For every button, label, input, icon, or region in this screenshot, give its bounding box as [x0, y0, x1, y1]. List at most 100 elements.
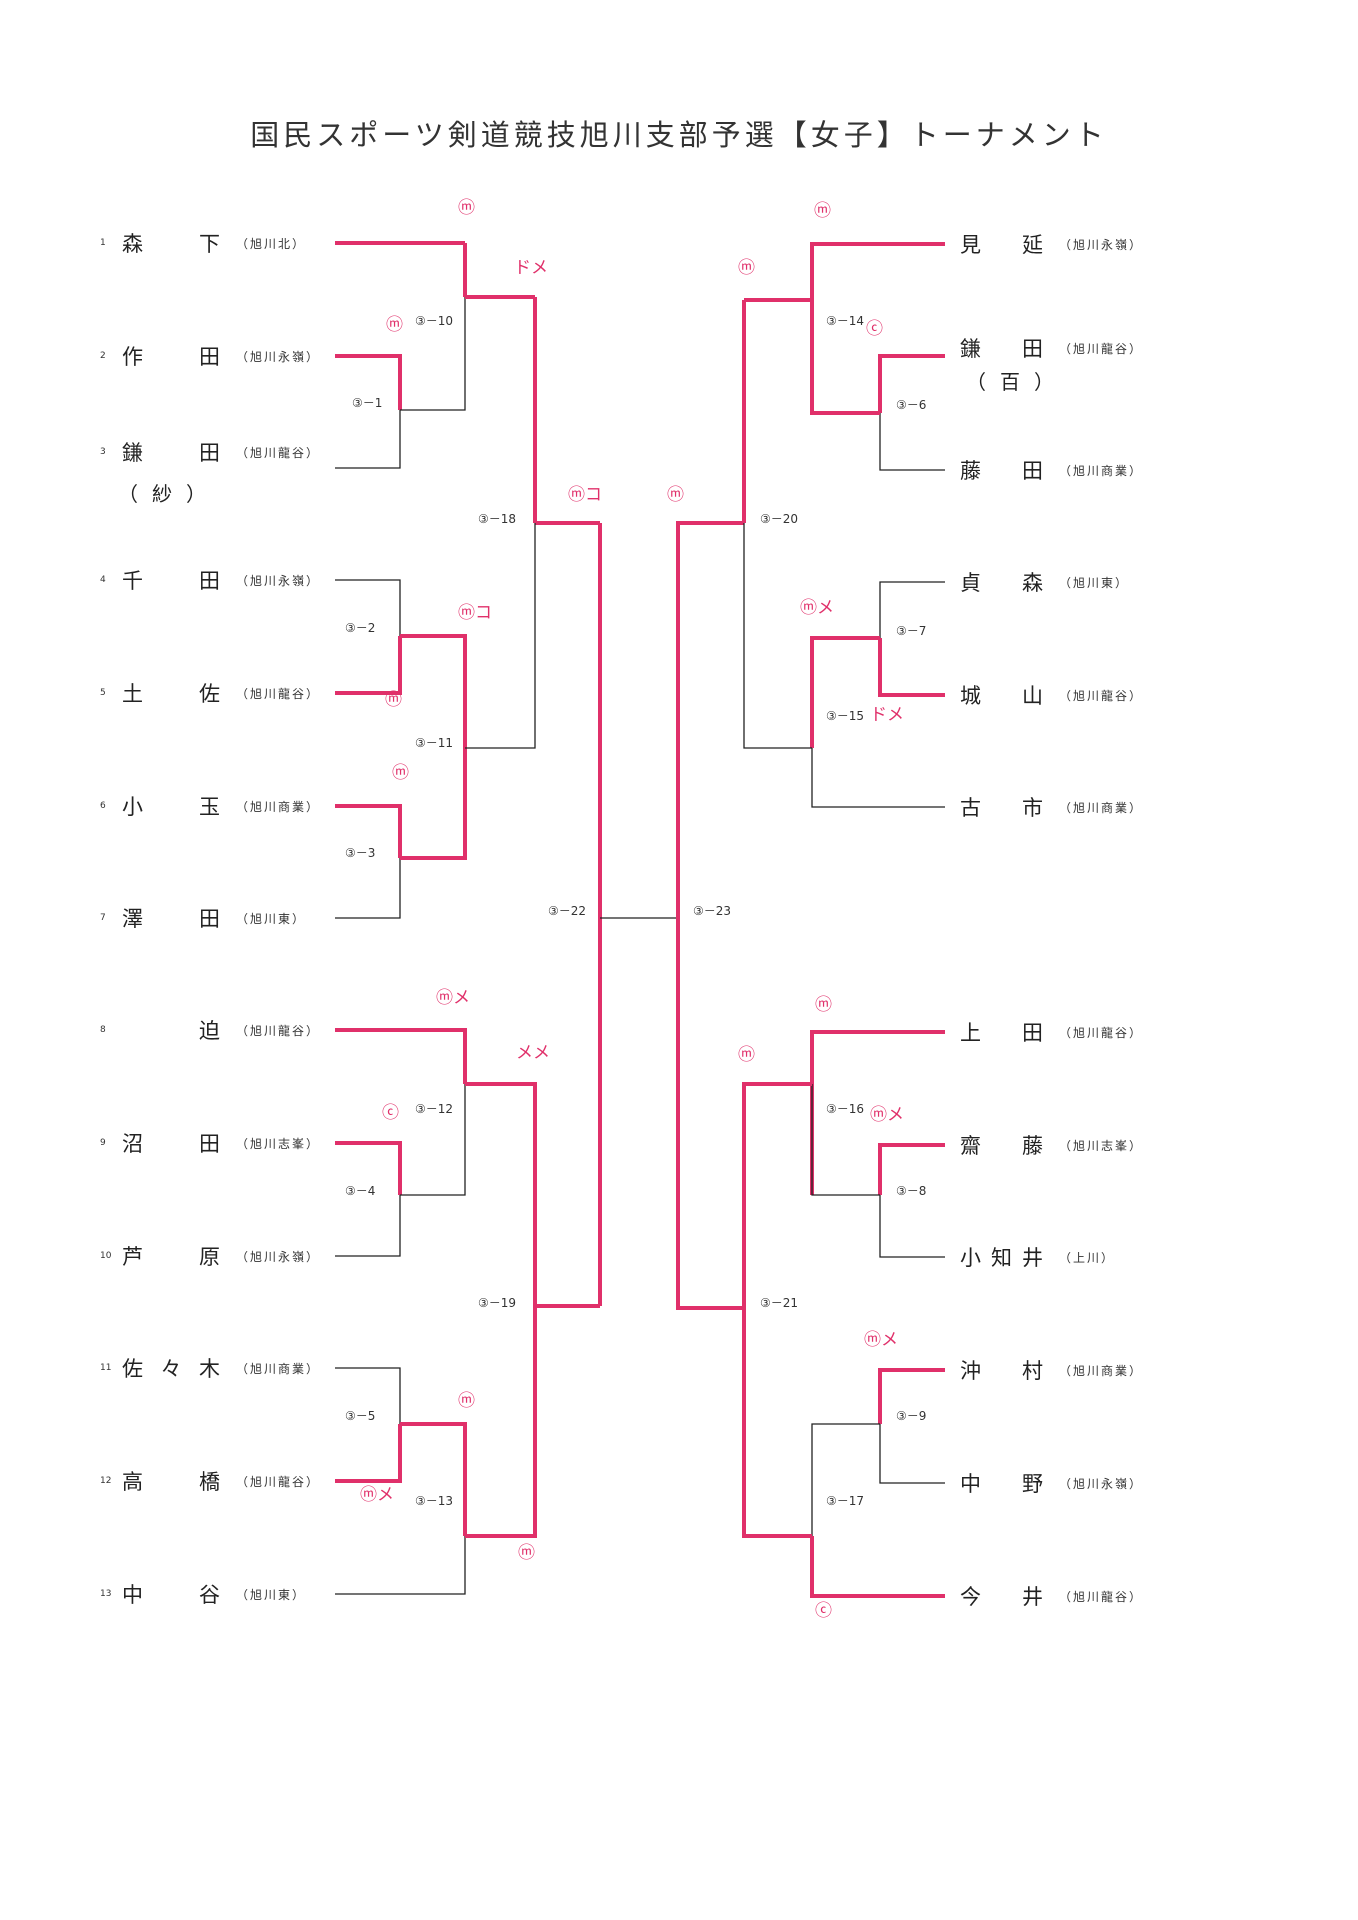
name-char: 知 [991, 1246, 1014, 1270]
winner-path-45 [878, 1368, 945, 1424]
player-name: 城山 [960, 680, 1045, 710]
name-char: 上 [960, 1021, 983, 1045]
seed-number: 10 [100, 1251, 112, 1261]
match-label-m16: ③－16 [826, 1102, 865, 1116]
score-mark-k: ⓜ [458, 1391, 475, 1411]
player-name: 小知井 [960, 1242, 1045, 1272]
player-name: 迫 [122, 1015, 222, 1045]
score-mark-c: ⓜ [386, 315, 403, 335]
name-char: 原 [199, 1245, 222, 1269]
right-player-12: 今井（旭川龍谷） [960, 1576, 1170, 1616]
winner-path-10 [400, 634, 467, 748]
name-char: 市 [1022, 796, 1045, 820]
score-mark-b: ドメ [514, 258, 548, 278]
school-name: （旭川東） [1059, 575, 1130, 590]
name-char: 延 [1022, 233, 1045, 257]
school-name: （旭川志峯） [1059, 1138, 1144, 1153]
winner-path-11 [335, 804, 402, 858]
name-subtitle: （百） [966, 370, 1068, 394]
seed-number: 7 [100, 913, 106, 923]
name-char: 鎌 [960, 337, 983, 361]
school-name: （旭川東） [236, 911, 307, 926]
match-label-m10: ③－10 [415, 314, 454, 328]
right-player-9: 小知井 （上川） [960, 1237, 1170, 1277]
school-name: （旭川北） [236, 236, 307, 251]
winner-path-2 [335, 354, 402, 410]
player-name: 澤田 [122, 903, 222, 933]
score-mark-e: ⓜコ [458, 603, 492, 623]
player-name: 今井 [960, 1581, 1045, 1611]
name-char: 中 [122, 1583, 145, 1607]
winner-path-17 [335, 1141, 402, 1195]
name-char: 田 [199, 907, 222, 931]
bracket-line-19 [400, 1084, 466, 1196]
winner-path-16 [335, 1028, 467, 1084]
name-char: 迫 [199, 1019, 222, 1043]
score-mark-h: ⓜメ [436, 988, 470, 1008]
school-name: （旭川龍谷） [1059, 688, 1144, 703]
match-label-m15: ③－15 [826, 709, 865, 723]
score-mark-u: ⓜ [815, 995, 832, 1015]
player-name: 沼田 [122, 1128, 222, 1158]
player-name: 土佐 [122, 678, 222, 708]
winner-path-48 [810, 1536, 945, 1598]
winner-path-50 [676, 918, 744, 1310]
name-char: 田 [199, 441, 222, 465]
school-name: （旭川志峯） [236, 1136, 321, 1151]
school-name: （旭川商業） [1059, 800, 1144, 815]
match-label-m9: ③－9 [896, 1409, 927, 1423]
school-name: （旭川商業） [236, 1361, 321, 1376]
player-name: 沖村 [960, 1355, 1045, 1385]
name-char: 田 [199, 569, 222, 593]
school-name: （旭川商業） [1059, 463, 1144, 478]
match-label-m11: ③－11 [415, 736, 454, 750]
school-name: （上川） [1059, 1250, 1116, 1265]
seed-number: 4 [100, 575, 106, 585]
name-char: 谷 [199, 1583, 222, 1607]
name-char: 小 [122, 795, 145, 819]
name-char: 井 [1022, 1246, 1045, 1270]
name-char: 森 [1022, 571, 1045, 595]
winner-path-49 [742, 1308, 812, 1538]
seed-number: 9 [100, 1138, 106, 1148]
seed-number: 2 [100, 351, 106, 361]
name-char: 森 [122, 232, 145, 256]
school-name: （旭川永嶺） [236, 573, 321, 588]
school-name: （旭川龍谷） [236, 1474, 321, 1489]
name-char: 佐 [122, 1357, 145, 1381]
player-name: 千田 [122, 565, 222, 595]
name-char: 田 [199, 345, 222, 369]
name-char: 中 [960, 1472, 983, 1496]
bracket-line-21 [335, 1367, 401, 1424]
match-label-m4: ③－4 [345, 1184, 376, 1198]
name-char: 小 [960, 1246, 983, 1270]
player-name: 上田 [960, 1017, 1045, 1047]
player-name: 鎌田 [960, 333, 1045, 363]
winner-path-44 [742, 1082, 812, 1308]
name-char: 井 [1022, 1585, 1045, 1609]
school-name: （旭川龍谷） [1059, 1025, 1144, 1040]
school-name: （旭川永嶺） [1059, 1476, 1144, 1491]
name-char: 千 [122, 569, 145, 593]
winner-path-13 [400, 748, 467, 860]
seed-number: 11 [100, 1363, 112, 1373]
player-name: 小玉 [122, 791, 222, 821]
name-char: 藤 [1022, 1134, 1045, 1158]
winner-path-20 [465, 1082, 537, 1306]
page-title: 国民スポーツ剣道競技旭川支部予選【女子】トーナメント [250, 118, 1108, 152]
school-name: （旭川龍谷） [1059, 341, 1144, 356]
left-player-9: 9 沼田 （旭川志峯） [100, 1123, 340, 1163]
winner-path-29 [878, 354, 945, 413]
right-player-7: 上田 （旭川龍谷） [960, 1012, 1170, 1052]
name-char: 作 [122, 345, 145, 369]
score-mark-l: ⓜメ [360, 1485, 394, 1505]
left-player-7: 7 澤田 （旭川東） [100, 898, 340, 938]
name-char: 野 [1022, 1472, 1045, 1496]
name-char: 々 [160, 1357, 184, 1381]
winner-path-37 [810, 636, 880, 748]
match-label-m7: ③－7 [896, 624, 927, 638]
winner-path-25 [465, 1306, 537, 1538]
